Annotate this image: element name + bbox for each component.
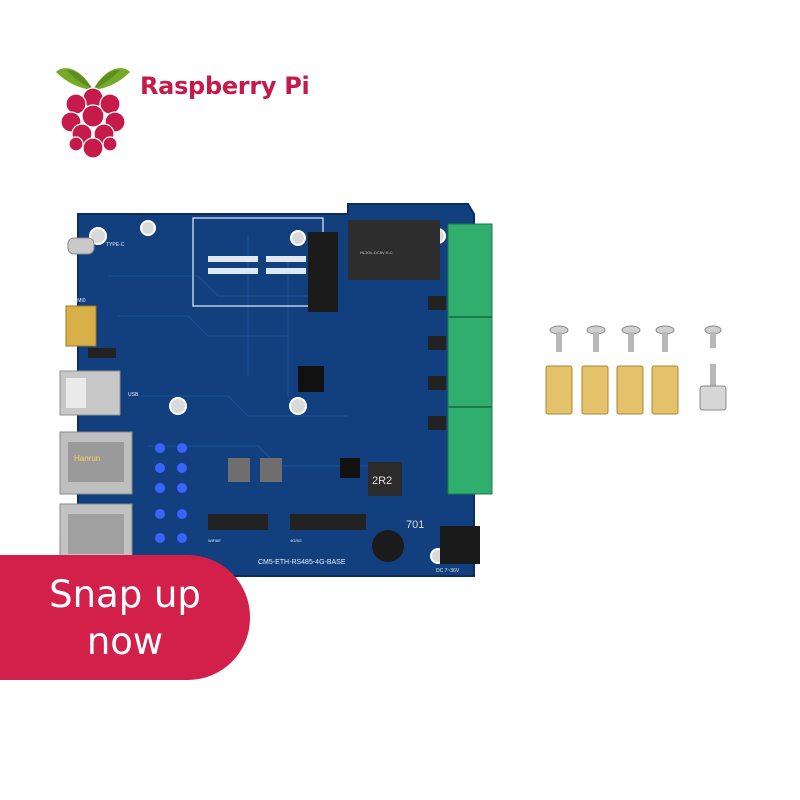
- brand-header: Raspberry Pi: [54, 58, 314, 168]
- power-label: DC 7~36V: [436, 568, 460, 574]
- screw-icon: [704, 325, 722, 348]
- promo-badge[interactable]: Snap up now: [0, 555, 250, 680]
- standoff-icon: [651, 365, 679, 415]
- standoff-icon: [616, 365, 644, 415]
- usb-label: USB: [128, 392, 139, 398]
- board-model: CM5-ETH-RS485-4G-BASE: [258, 559, 346, 566]
- standoff-icon: [545, 365, 573, 415]
- slot2-label: 4G/5G: [290, 538, 302, 543]
- screw-icon: [549, 325, 569, 352]
- relay-label: HL3GL-DC5V-S-C: [360, 250, 393, 255]
- inductor2-label: 701: [406, 519, 424, 531]
- screw-icon: [586, 325, 606, 352]
- thumb-screw-icon: [699, 364, 727, 411]
- promo-label: Snap up now: [49, 572, 201, 663]
- product-board-image: TYPE-C HDMI0 USB Hanrun 2R2 701 WiFi6E 4…: [59, 203, 493, 577]
- slot1-label: WiFi6E: [208, 538, 221, 543]
- hdmi-label: HDMI0: [70, 298, 86, 304]
- standoff-icon: [581, 365, 609, 415]
- screw-icon: [621, 325, 641, 352]
- eth-label: Hanrun: [74, 454, 100, 463]
- raspberry-pi-logo-icon: [56, 68, 130, 159]
- inductor-label: 2R2: [372, 475, 392, 487]
- brand-name: Raspberry Pi: [140, 72, 310, 100]
- screw-icon: [655, 325, 675, 352]
- accessories-image: [545, 325, 727, 415]
- type-c-label: TYPE-C: [106, 242, 125, 248]
